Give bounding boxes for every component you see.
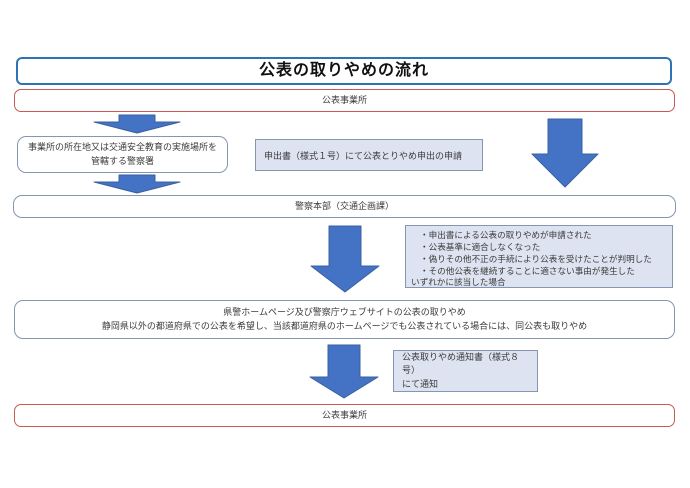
down-arrow-icon <box>531 118 599 188</box>
condition-item: ・偽りその他不正の手続により公表を受けたことが判明した <box>420 253 652 264</box>
removal-line-2: 静岡県以外の都道府県での公表を希望し、当該都道府県のホームページでも公表されてい… <box>101 320 588 331</box>
note-application-form: 申出書（様式１号）にて公表とりやめ申出の申請 <box>255 139 483 171</box>
down-arrow-icon <box>93 174 181 194</box>
node-police-headquarters: 警察本部（交通企画課） <box>13 195 676 218</box>
condition-footer: いずれかに該当した場合 <box>411 277 506 288</box>
node-website-removal: 県警ホームページ及び警察庁ウェブサイトの公表の取りやめ 静岡県以外の都道府県での… <box>14 300 675 339</box>
removal-line-1: 県警ホームページ及び警察庁ウェブサイトの公表の取りやめ <box>223 306 466 317</box>
condition-item: ・申出書による公表の取りやめが申請された <box>420 230 592 240</box>
condition-item: ・公表基準に適合しなくなった <box>420 241 541 252</box>
node-publishing-office-bottom: 公表事業所 <box>14 404 675 427</box>
note-conditions: ・申出書による公表の取りやめが申請された ・公表基準に適合しなくなった ・偽りそ… <box>405 225 673 288</box>
page-title: 公表の取りやめの流れ <box>16 57 672 85</box>
note-cancellation-notice: 公表取りやめ通知書（様式８号） にて通知 <box>393 350 538 392</box>
node-publishing-office-top: 公表事業所 <box>14 89 675 112</box>
condition-item: ・その他公表を継続することに適さない事由が発生した <box>420 265 635 276</box>
node-police-station: 事業所の所在地又は交通安全教育の実施場所を 管轄する警察署 <box>17 136 228 173</box>
down-arrow-icon <box>310 225 380 293</box>
down-arrow-icon <box>309 344 379 399</box>
down-arrow-icon <box>93 114 181 134</box>
